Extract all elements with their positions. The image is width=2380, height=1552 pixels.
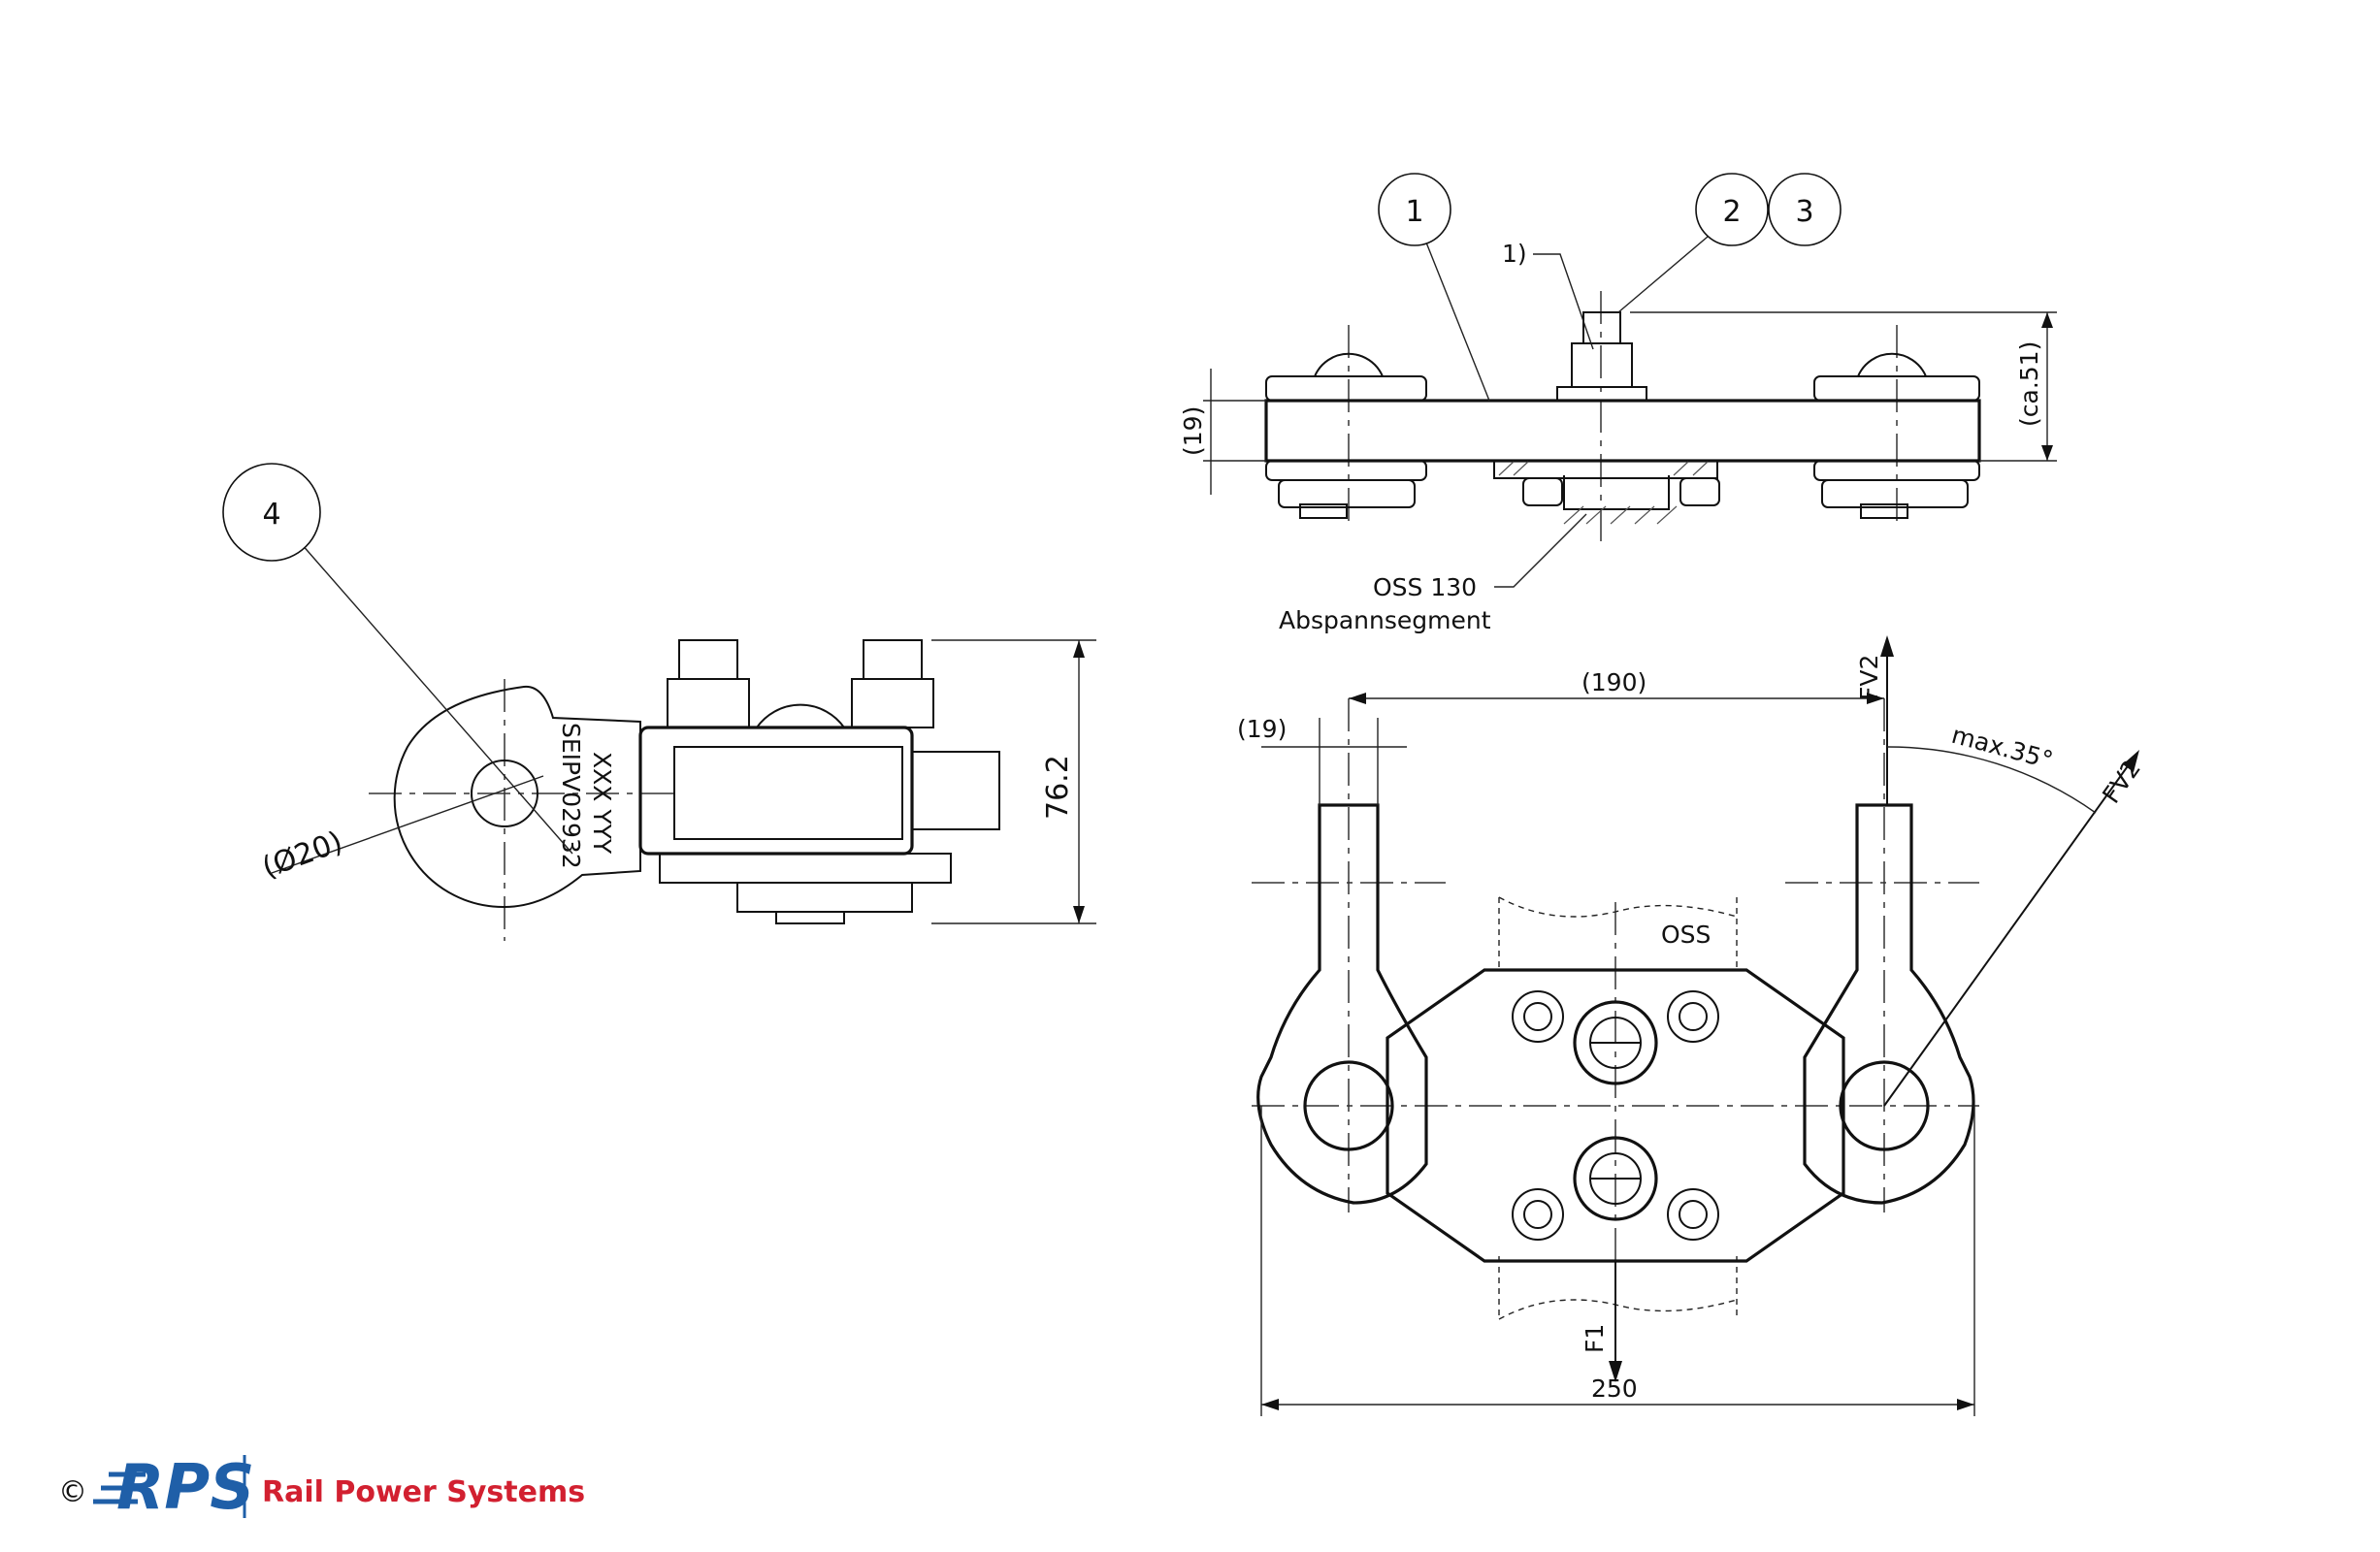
front-view-eye-spacing-dimension: (190) — [1581, 668, 1646, 696]
balloon-4-label: 4 — [262, 498, 280, 532]
top-view-center-nut — [1571, 342, 1633, 388]
front-view-overall-dimension: 250 — [1591, 1374, 1638, 1403]
company-name: Rail Power Systems — [262, 1475, 585, 1509]
top-view-thickness-dimension: (19) — [1179, 406, 1207, 456]
balloon-2-label: 2 — [1722, 195, 1741, 229]
side-view-marking-line2: SEIPV02932 — [557, 723, 585, 869]
side-view-eye-hole — [471, 760, 538, 827]
top-view-left-block-top — [1265, 375, 1427, 402]
top-view-segment-nut-left — [1522, 477, 1563, 506]
top-view-height-dimension: (ca.51) — [2015, 341, 2043, 427]
side-view-bolt-right-nut — [851, 678, 934, 728]
front-view-bolt-holes — [1512, 990, 1719, 1241]
side-view: XXX YYY SEIPV02932 (Ø20) 76.2 4 — [222, 463, 1096, 941]
top-view-left-block-bottom — [1265, 460, 1427, 481]
side-view-bolt-right-thread — [863, 639, 923, 680]
side-view-bolt-left-thread — [678, 639, 738, 680]
top-view: (19) (ca.51) 1) OSS 130 Abspannsegment 1… — [1179, 173, 2057, 634]
front-view-central-plate — [1386, 968, 1845, 1263]
front-view-angle-label: max.35° — [1948, 721, 2056, 775]
top-view-segment-leader — [1494, 513, 1587, 588]
copyright-symbol: © — [58, 1475, 87, 1509]
front-view-left-eye-hole — [1303, 1060, 1394, 1151]
top-view-segment-hatching — [1498, 461, 1709, 525]
front-view-force-fv2-vertical-arrow — [1880, 635, 1894, 657]
top-view-main-bar — [1264, 399, 1981, 463]
front-view-angle-arc — [1886, 746, 2097, 814]
side-view-ball-cap — [756, 703, 845, 728]
front-view-left-eye-bolt — [1256, 803, 1428, 1205]
top-view-right-ball — [1857, 352, 1927, 377]
front-view-oss-label: OSS — [1661, 921, 1711, 949]
side-view-clamp-slot — [673, 746, 903, 840]
top-view-note-ref: 1) — [1502, 240, 1527, 268]
front-view-right-eye-hole — [1839, 1060, 1930, 1151]
top-view-segment-channel — [1563, 475, 1670, 510]
balloon-4-leader — [300, 542, 573, 855]
balloon-1-label: 1 — [1405, 195, 1423, 229]
top-view-right-block-top — [1813, 375, 1980, 402]
side-view-marking-line1: XXX YYY — [588, 752, 616, 855]
top-view-segment-label-2: Abspannsegment — [1279, 606, 1491, 634]
front-view-right-eye-bolt — [1803, 803, 1975, 1205]
top-view-left-lower-plate — [1278, 479, 1416, 508]
balloon-3 — [1768, 173, 1842, 246]
side-view-bolt-left-nut — [667, 678, 750, 728]
top-view-segment-label-1: OSS 130 — [1373, 573, 1477, 601]
side-view-base-stud — [775, 911, 845, 924]
top-view-segment-nut-right — [1679, 477, 1720, 506]
top-view-segment-flange — [1493, 460, 1718, 479]
front-view-force-f1-arrow — [1609, 1361, 1622, 1382]
top-view-left-ball — [1314, 352, 1384, 377]
side-view-hole-dimension: (Ø20) — [258, 824, 347, 885]
balloon-1-leader — [1425, 242, 1490, 402]
balloon-1 — [1378, 173, 1451, 246]
logo-rps-text: RPS — [116, 1452, 254, 1524]
side-view-clamp-tab — [911, 751, 1000, 830]
side-view-height-dimension: 76.2 — [1041, 755, 1075, 820]
rps-logo: RPS — [93, 1452, 254, 1524]
side-view-base-plate — [659, 853, 952, 884]
balloon-2 — [1695, 173, 1769, 246]
side-view-hole-leader — [271, 775, 544, 874]
front-view-eye-width-dimension: (19) — [1237, 715, 1287, 743]
front-view-oss-bottom-break — [1498, 1299, 1738, 1320]
top-view-right-pin — [1860, 503, 1908, 519]
top-view-right-lower-plate — [1821, 479, 1969, 508]
front-view-force-f1-label: F1 — [1581, 1324, 1609, 1353]
balloon-4 — [222, 463, 321, 562]
top-view-height-arrows — [2041, 312, 2053, 461]
front-view-force-fv2-vertical-label: FV2 — [1855, 655, 1883, 700]
balloon-2-leader — [1617, 236, 1709, 313]
top-view-center-washer — [1556, 386, 1647, 402]
front-view-center-nuts — [1573, 1000, 1658, 1221]
footer-branding: © RPS Rail Power Systems — [58, 1452, 585, 1524]
front-view-force-fv2-angled-arrow — [2123, 750, 2139, 772]
balloon-3-label: 3 — [1795, 195, 1813, 229]
front-view-oss-top-break — [1498, 896, 1738, 918]
top-view-note-leader — [1533, 253, 1594, 350]
front-view-force-fv2-angled-line — [1883, 756, 2135, 1107]
top-view-left-pin — [1299, 503, 1348, 519]
front-view: OSS (19) ( — [1237, 635, 2146, 1416]
side-view-base-foot — [736, 882, 913, 913]
